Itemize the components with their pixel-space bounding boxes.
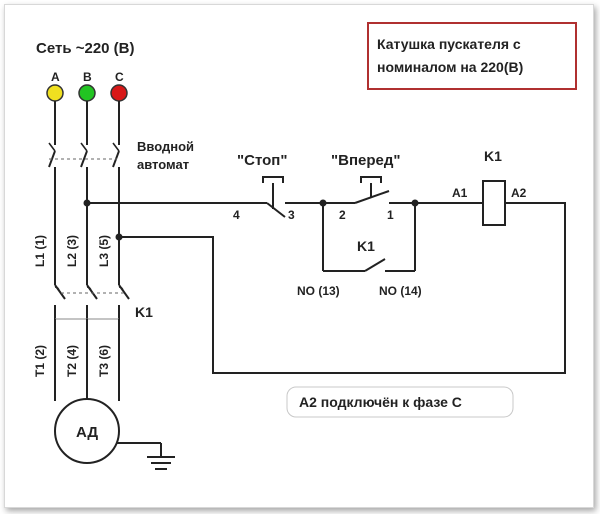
- coil-label: K1: [484, 148, 502, 164]
- stop-pin-left: 4: [233, 208, 240, 222]
- phase-b-lamp-icon: [78, 84, 96, 102]
- coil-note-box: [367, 22, 577, 90]
- coil-note-line2: номиналом на 220(В): [377, 59, 523, 75]
- phase-a-label: A: [51, 70, 60, 84]
- network-title: Сеть ~220 (В): [36, 40, 135, 57]
- coil-return-wire: [119, 202, 566, 374]
- phase-c-label: C: [115, 70, 124, 84]
- motor-icon: [54, 398, 120, 464]
- stop-button-title: "Стоп": [237, 152, 287, 169]
- forward-pin-right: 1: [387, 208, 394, 222]
- coil-note-line1: Катушка пускателя с: [377, 36, 521, 52]
- terminal-label-t1: T1 (2): [33, 345, 47, 377]
- coil-icon: [482, 180, 506, 226]
- phase-wires-top: [54, 101, 120, 145]
- forward-button-icon: [354, 176, 415, 204]
- phase-b-label: B: [83, 70, 92, 84]
- a2-note-text: A2 подключён к фазе C: [299, 394, 462, 410]
- forward-pin-left: 2: [339, 208, 346, 222]
- phase-wires-middle: [54, 175, 120, 285]
- input-breaker-icon: [48, 142, 120, 175]
- line-label-l2: L2 (3): [65, 235, 79, 267]
- breaker-label-line2: автомат: [137, 157, 189, 172]
- line-label-l1: L1 (1): [33, 235, 47, 267]
- phase-a-lamp-icon: [46, 84, 64, 102]
- junction-dot-c: [115, 233, 123, 241]
- line-label-l3: L3 (5): [97, 235, 111, 267]
- aux-contact-no-right: NO (14): [379, 284, 422, 298]
- terminal-label-t2: T2 (4): [65, 345, 79, 377]
- breaker-label-line1: Вводной: [137, 139, 194, 154]
- contactor-label: K1: [135, 304, 153, 320]
- ground-icon: [117, 442, 175, 470]
- coil-a2-label: A2: [511, 186, 527, 200]
- phase-c-lamp-icon: [110, 84, 128, 102]
- forward-button-title: "Вперед": [331, 152, 401, 169]
- coil-a1-label: A1: [452, 186, 468, 200]
- phase-wires-lower: [54, 319, 120, 401]
- stop-pin-right: 3: [288, 208, 295, 222]
- motor-label: АД: [76, 424, 98, 441]
- stop-button-icon: [253, 176, 295, 218]
- aux-contact-icon: [322, 203, 416, 272]
- aux-contact-label: K1: [357, 238, 375, 254]
- aux-contact-no-left: NO (13): [297, 284, 340, 298]
- main-contactor-icon: [54, 284, 130, 320]
- wiring-diagram: Сеть ~220 (В) Катушка пускателя с номина…: [33, 22, 577, 470]
- diagram-frame: Сеть ~220 (В) Катушка пускателя с номина…: [4, 4, 594, 508]
- a2-note-box: [286, 386, 514, 418]
- terminal-label-t3: T3 (6): [97, 345, 111, 377]
